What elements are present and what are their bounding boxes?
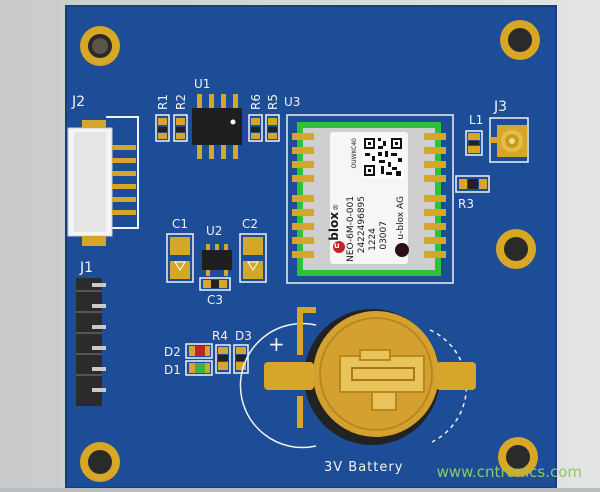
- module-serial: 2422496895: [357, 196, 367, 254]
- module-code-2: 03007: [379, 221, 389, 250]
- module-brand: blox: [327, 212, 341, 241]
- regulator-u2: [202, 244, 232, 276]
- module-code-1: 1224: [368, 228, 378, 251]
- label-r4: R4: [212, 329, 228, 343]
- resistor-r3: [455, 175, 490, 193]
- led-d1: [185, 360, 213, 376]
- inductor-l1: [465, 130, 483, 156]
- capacitor-c2: [239, 233, 267, 283]
- label-r2: R2: [174, 94, 188, 110]
- mounting-hole-top-right: [500, 20, 540, 60]
- ublox-ag-logo-dot: [395, 243, 409, 257]
- resistor-r2: [173, 114, 188, 142]
- ublox-logo-dot: [333, 241, 345, 253]
- label-d3: D3: [235, 329, 252, 343]
- module-brand-u: u: [334, 241, 340, 250]
- mounting-hole-mid-right: [496, 229, 536, 269]
- label-d2: D2: [164, 345, 181, 359]
- battery-plus-sign: +: [268, 332, 285, 356]
- led-d2: [185, 343, 213, 359]
- module-maker: u-blox AG: [396, 196, 406, 240]
- mounting-hole-top-left: [80, 26, 120, 66]
- pin-header-j1: [76, 278, 106, 406]
- label-battery: 3V Battery: [324, 460, 404, 475]
- ic-u1: [192, 94, 242, 159]
- mounting-hole-bottom-right: [498, 437, 538, 477]
- capacitor-c1: [166, 233, 194, 283]
- label-r6: R6: [249, 94, 263, 110]
- mounting-hole-bottom-left: [80, 442, 120, 482]
- label-r1: R1: [156, 94, 170, 110]
- capacitor-c3: [199, 277, 231, 291]
- label-j3: J3: [494, 99, 508, 115]
- label-r3: R3: [458, 197, 474, 211]
- watermark: www.cntronics.com: [436, 463, 582, 481]
- connector-j2: [67, 116, 139, 246]
- battery-holder: [239, 307, 476, 449]
- label-c2: C2: [242, 217, 259, 231]
- resistor-r4: [215, 344, 231, 374]
- label-j2: J2: [72, 94, 86, 110]
- gps-module-u3: [292, 122, 446, 276]
- label-r5: R5: [266, 94, 280, 110]
- label-c1: C1: [172, 217, 189, 231]
- module-model: NEO-6M-0-001: [346, 196, 356, 262]
- label-l1: L1: [469, 113, 484, 127]
- label-j1: J1: [80, 260, 94, 276]
- resistor-r5: [265, 114, 280, 142]
- label-u1: U1: [194, 77, 211, 91]
- module-qr-id: OUWKC40: [351, 138, 358, 169]
- resistor-r6: [248, 114, 263, 142]
- label-u3: U3: [284, 95, 301, 109]
- label-d1: D1: [164, 363, 181, 377]
- label-u2: U2: [206, 224, 223, 238]
- antenna-connector-j3: [489, 117, 529, 163]
- module-registered-mark: ®: [332, 204, 339, 212]
- label-c3: C3: [207, 293, 224, 307]
- qr-code: [362, 136, 404, 178]
- resistor-r1: [155, 114, 170, 142]
